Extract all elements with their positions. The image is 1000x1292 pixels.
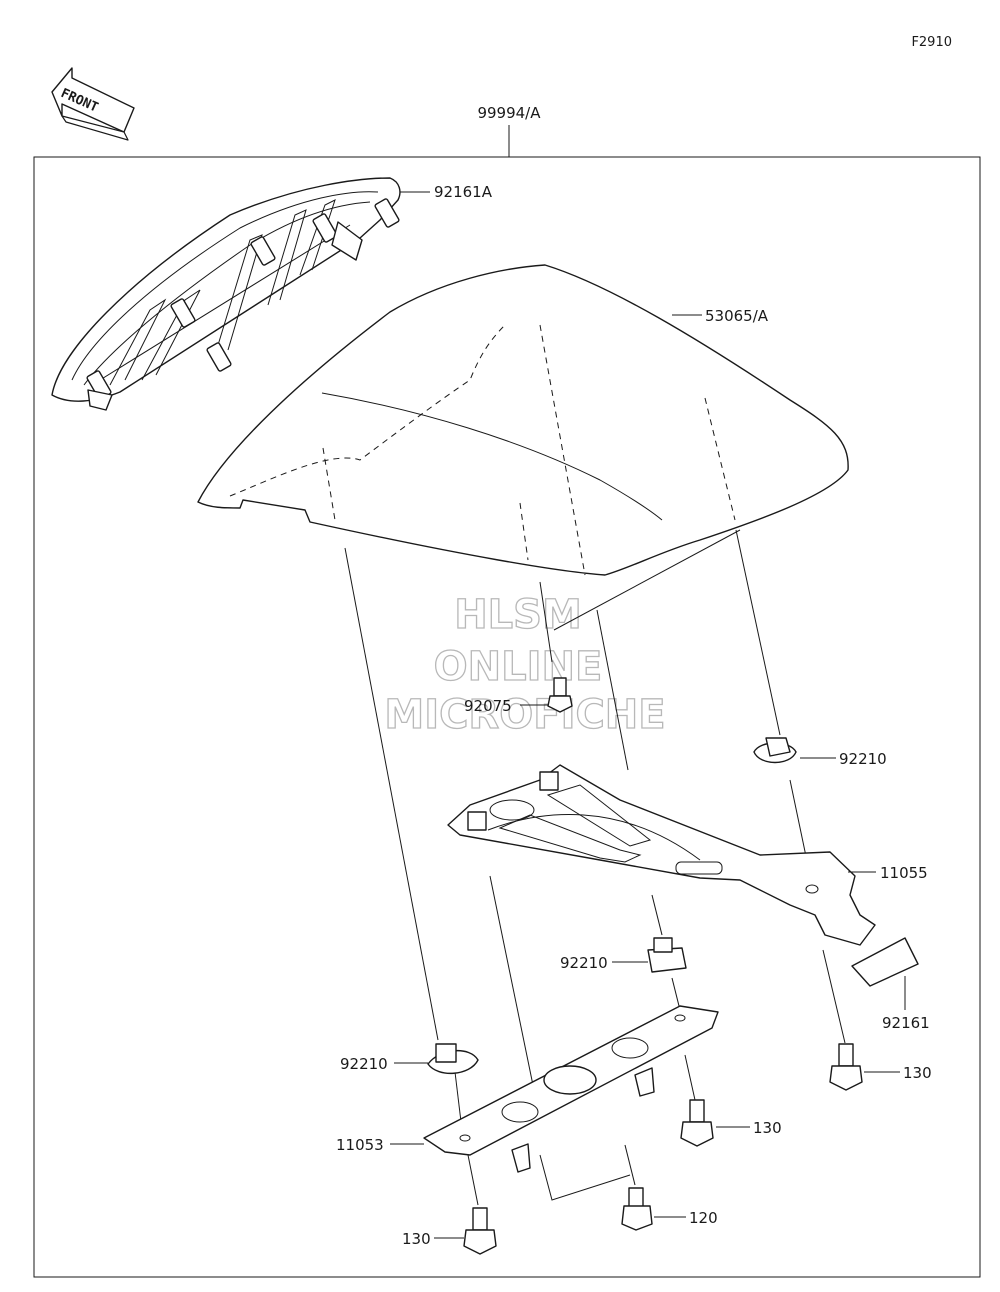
label-130-left: 130 (402, 1230, 431, 1248)
nut-92210-right-part (753, 737, 797, 764)
watermark-line-2: ONLINE (434, 644, 603, 690)
label-92075: 92075 (464, 697, 512, 715)
nut-92210-left-part (427, 1043, 479, 1075)
screw-92075-part (547, 677, 573, 713)
label-92210-center: 92210 (560, 954, 608, 972)
seat-cover-underside-part (51, 177, 401, 411)
label-53065A: 53065/A (705, 307, 769, 325)
label-11055: 11055 (880, 864, 928, 882)
label-130-right: 130 (903, 1064, 932, 1082)
label-92210-right: 92210 (839, 750, 887, 768)
bracket-11053-part (423, 1005, 719, 1173)
diagram-code: F2910 (911, 35, 952, 50)
bracket-11055-part (447, 764, 876, 946)
label-99994A: 99994/A (477, 104, 541, 122)
label-120: 120 (689, 1209, 718, 1227)
label-92210-left: 92210 (340, 1055, 388, 1073)
bolt-130-center-part (680, 1099, 714, 1147)
nut-92210-center-part (647, 937, 687, 973)
label-92161A: 92161A (434, 183, 493, 201)
watermark-line-1: HLSM (454, 592, 582, 638)
label-130-center: 130 (753, 1119, 782, 1137)
watermark-line-3: MICROFICHE (384, 692, 665, 738)
bolt-120-part (621, 1187, 653, 1231)
seat-cover-shell-part (197, 264, 849, 576)
assembly-frame (33, 156, 981, 1278)
bolt-130-left-part (463, 1207, 497, 1255)
label-92161: 92161 (882, 1014, 930, 1032)
watermark: HLSM ONLINE MICROFICHE (384, 591, 667, 738)
front-arrow-icon: FRONT (51, 67, 135, 141)
label-11053: 11053 (336, 1136, 384, 1154)
rubber-92161-part (851, 937, 919, 987)
bolt-130-right-part (829, 1043, 863, 1091)
